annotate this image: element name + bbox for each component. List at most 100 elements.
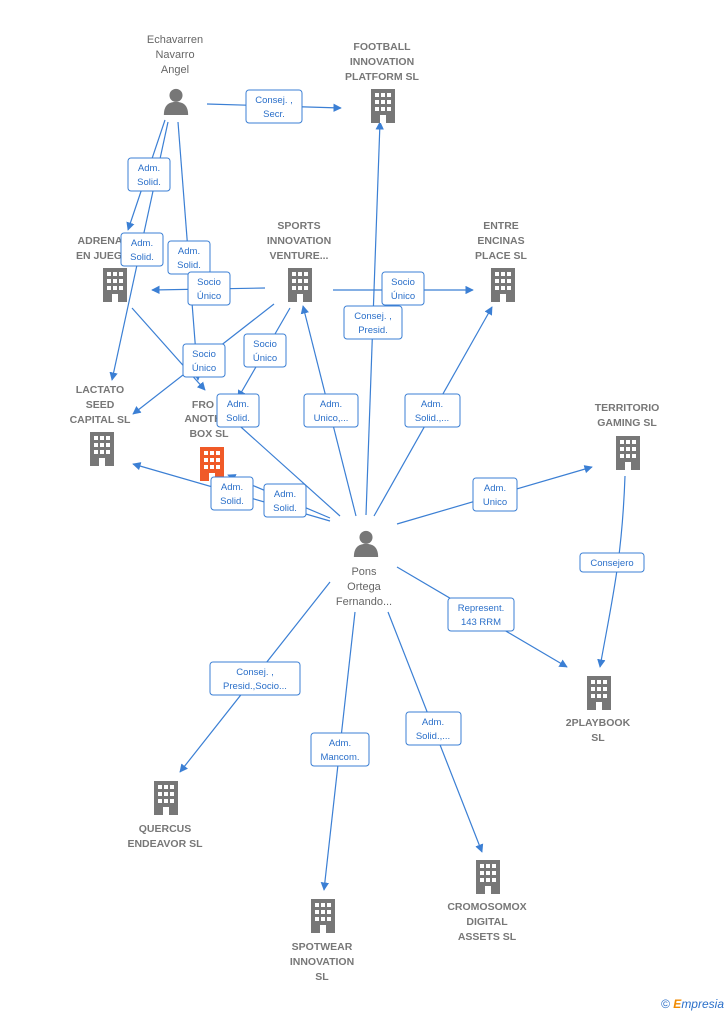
node-label: BOX SL (189, 428, 229, 440)
node-label: Ortega (347, 581, 382, 593)
svg-text:Solid.: Solid. (137, 177, 161, 188)
svg-text:Solid.: Solid. (130, 252, 154, 263)
node-2playbook[interactable]: 2PLAYBOOK SL (566, 676, 631, 744)
node-label: SPOTWEAR (292, 941, 353, 953)
node-label: CROMOSOMOX (447, 901, 526, 913)
brand-logo-initial: E (673, 997, 682, 1011)
relation-label[interactable]: Adm. Solid.,... (404, 393, 461, 428)
svg-text:Solid.: Solid. (220, 496, 244, 507)
node-spotwear[interactable]: SPOTWEAR INNOVATION SL (290, 899, 354, 983)
svg-text:Adm.: Adm. (131, 238, 153, 249)
relation-label[interactable]: Adm. Unico (472, 477, 518, 512)
nodes: Echavarren Navarro Angel FOOTBALL INNOVA… (70, 34, 660, 983)
footer-brand[interactable]: © Empresia (661, 997, 724, 1011)
relation-label[interactable]: Adm. Solid. (210, 476, 254, 511)
node-echavarren[interactable]: Echavarren Navarro Angel (147, 34, 203, 115)
relation-label[interactable]: Adm. Solid. (263, 483, 307, 518)
svg-text:Consej. ,: Consej. , (354, 311, 392, 322)
svg-text:Único: Único (192, 363, 216, 374)
node-lactato[interactable]: LACTATO SEED CAPITAL SL (70, 384, 131, 466)
relation-label[interactable]: Adm. Solid. (127, 157, 171, 192)
relation-label[interactable]: Socio Único (381, 271, 425, 306)
relation-label[interactable]: Adm. Mancom. (310, 732, 370, 767)
svg-text:Consej. ,: Consej. , (236, 667, 274, 678)
node-football[interactable]: FOOTBALL INNOVATION PLATFORM SL (345, 41, 420, 123)
node-label: TERRITORIO (595, 402, 660, 414)
node-fromanotherbox[interactable]: FRO ANOTH BOX SL (184, 399, 229, 481)
relation-label[interactable]: Adm. Solid. (167, 240, 211, 275)
node-label: DIGITAL (466, 916, 508, 928)
building-icon (90, 432, 114, 466)
edge-pons-fromanotherbox (221, 409, 341, 517)
node-cromosomox[interactable]: CROMOSOMOX DIGITAL ASSETS SL (447, 860, 527, 943)
svg-text:Solid.,...: Solid.,... (415, 413, 449, 424)
svg-text:Adm.: Adm. (422, 717, 444, 728)
relation-label[interactable]: Consejero (579, 552, 645, 573)
node-label: ANOTH (184, 413, 221, 425)
building-icon (476, 860, 500, 894)
svg-text:143 RRM: 143 RRM (461, 617, 501, 628)
node-label: Navarro (155, 49, 194, 61)
node-sports[interactable]: SPORTS INNOVATION VENTURE... (267, 220, 331, 302)
svg-text:Secr.: Secr. (263, 109, 285, 120)
node-label: Pons (351, 566, 377, 578)
relation-label[interactable]: Adm. Unico,... (303, 393, 359, 428)
node-adrenalina[interactable]: ADRENA EN JUEG (76, 235, 127, 302)
svg-text:Socio: Socio (253, 339, 277, 350)
node-label: FRO (192, 399, 214, 411)
node-label: ASSETS SL (458, 931, 517, 943)
building-icon (587, 676, 611, 710)
brand-logo-text: mpresia (681, 997, 724, 1011)
relation-label[interactable]: Socio Único (182, 343, 226, 378)
relation-label[interactable]: Socio Único (187, 271, 231, 306)
building-icon (288, 268, 312, 302)
node-label: ENDEAVOR SL (127, 838, 203, 850)
node-label: SL (591, 732, 605, 744)
svg-text:Mancom.: Mancom. (320, 752, 359, 763)
person-icon (163, 88, 189, 115)
svg-text:Adm.: Adm. (227, 399, 249, 410)
node-label: CAPITAL SL (70, 414, 131, 426)
svg-text:Unico,...: Unico,... (314, 413, 349, 424)
node-label: QUERCUS (139, 823, 192, 835)
relation-label[interactable]: Consej. , Secr. (245, 89, 303, 124)
node-territorio[interactable]: TERRITORIO GAMING SL (595, 402, 660, 470)
building-icon (311, 899, 335, 933)
svg-text:Solid.: Solid. (273, 503, 297, 514)
relation-label[interactable]: Represent. 143 RRM (447, 597, 515, 632)
node-entre[interactable]: ENTRE ENCINAS PLACE SL (475, 220, 528, 302)
node-label: LACTATO (76, 384, 124, 396)
building-icon (491, 268, 515, 302)
node-label: ENCINAS (477, 235, 524, 247)
svg-text:Consej. ,: Consej. , (255, 95, 293, 106)
node-label: Angel (161, 64, 189, 76)
relation-label[interactable]: Adm. Solid. (216, 393, 260, 428)
building-icon (103, 268, 127, 302)
node-label: SPORTS (277, 220, 320, 232)
relation-label[interactable]: Consej. , Presid.,Socio... (209, 661, 301, 696)
node-quercus[interactable]: QUERCUS ENDEAVOR SL (127, 781, 203, 850)
svg-text:Socio: Socio (391, 277, 415, 288)
svg-text:Socio: Socio (192, 349, 216, 360)
node-label: 2PLAYBOOK (566, 717, 631, 729)
relation-labels: Consej. , Secr. Adm. Solid. Adm. Solid. … (120, 89, 645, 767)
node-pons[interactable]: Pons Ortega Fernando... (336, 530, 392, 608)
node-label: INNOVATION (267, 235, 331, 247)
svg-text:Adm.: Adm. (178, 246, 200, 257)
node-label: INNOVATION (290, 956, 354, 968)
relation-label[interactable]: Consej. , Presid. (343, 305, 403, 340)
relation-label[interactable]: Adm. Solid. (120, 232, 164, 267)
svg-text:Adm.: Adm. (138, 163, 160, 174)
relation-label[interactable]: Socio Único (243, 333, 287, 368)
node-label: FOOTBALL (353, 41, 411, 53)
svg-text:Adm.: Adm. (320, 399, 342, 410)
edge-territorio-2playbook (597, 475, 626, 668)
edges (109, 103, 626, 891)
node-label: PLACE SL (475, 250, 528, 262)
svg-text:Unico: Unico (483, 497, 507, 508)
svg-text:Único: Único (253, 353, 277, 364)
relation-label[interactable]: Adm. Solid.,... (405, 711, 462, 746)
node-label: SEED (86, 399, 115, 411)
person-icon (353, 530, 379, 557)
